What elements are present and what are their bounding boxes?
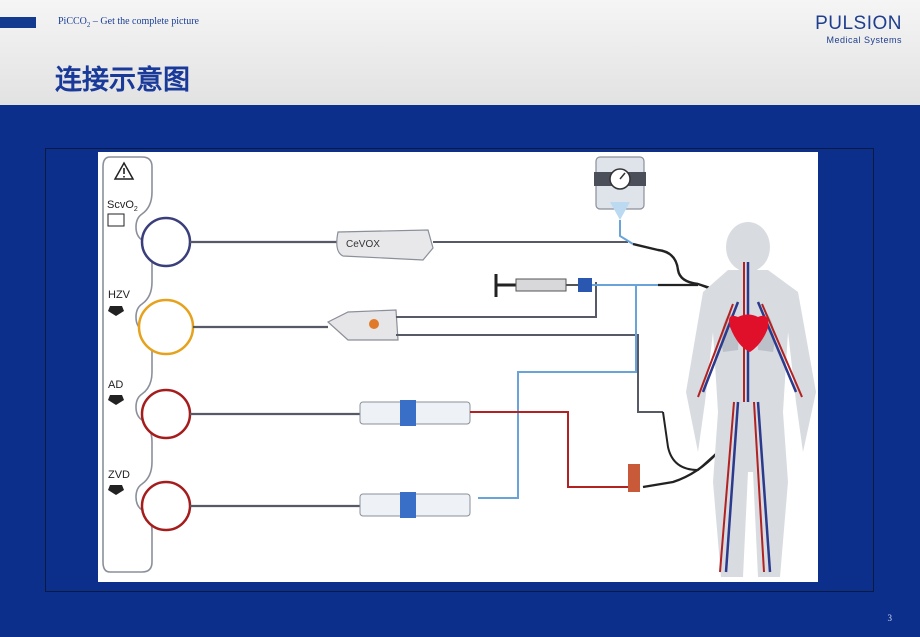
- warning-icon: [113, 161, 135, 180]
- heart: [729, 314, 769, 352]
- page-number: 3: [887, 613, 893, 623]
- pulsion-logo-subtitle: Medical Systems: [826, 35, 902, 45]
- brand-bar: [0, 17, 36, 28]
- scvo2-port-ring: [140, 216, 192, 268]
- scvo2-label: ScvO2: [107, 199, 138, 213]
- connection-diagram: ScvO2 HZV AD ZVD CeVOX: [98, 152, 818, 582]
- hzv-label: HZV: [108, 289, 131, 301]
- thermistor-cable: [396, 334, 663, 413]
- flush-line: [619, 220, 634, 245]
- cvc-line: [632, 242, 739, 299]
- heart-icon-zvd: [108, 485, 124, 495]
- hzv-module: [326, 309, 399, 341]
- monitor-panel: [102, 156, 153, 573]
- zvd-transducer: [359, 492, 471, 518]
- ad-transducer: [359, 400, 471, 426]
- tagline: PiCCO2 – Get the complete picture: [58, 16, 199, 29]
- arterial-line: [470, 411, 628, 488]
- human-body: [686, 222, 816, 577]
- connection-diagram-svg: ScvO2 HZV AD ZVD CeVOX: [102, 156, 816, 577]
- arterial-stopcock: [628, 464, 640, 492]
- cevox-module: CeVOX: [336, 229, 434, 261]
- hzv-port-ring: [137, 298, 195, 356]
- ad-port-ring: [140, 388, 192, 440]
- zvd-port-ring: [140, 480, 192, 532]
- zvd-transducer-line: [478, 285, 637, 499]
- slide-title: 连接示意图: [55, 65, 190, 96]
- heart-icon-hzv: [108, 306, 124, 316]
- picco-catheter: [642, 451, 719, 489]
- syringe: [494, 274, 592, 297]
- heart-icon-ad: [108, 395, 124, 405]
- patient-icon: [107, 213, 125, 227]
- pulsion-logo: PULSION: [815, 13, 902, 34]
- pressure-bag: [594, 156, 646, 220]
- slide-header: PiCCO2 – Get the complete picture PULSIO…: [0, 0, 920, 105]
- injectate-cable: [396, 282, 597, 318]
- zvd-label: ZVD: [108, 469, 130, 481]
- ad-label: AD: [108, 379, 123, 391]
- diagram-frame: [45, 148, 874, 592]
- cevox-label: CeVOX: [346, 239, 380, 250]
